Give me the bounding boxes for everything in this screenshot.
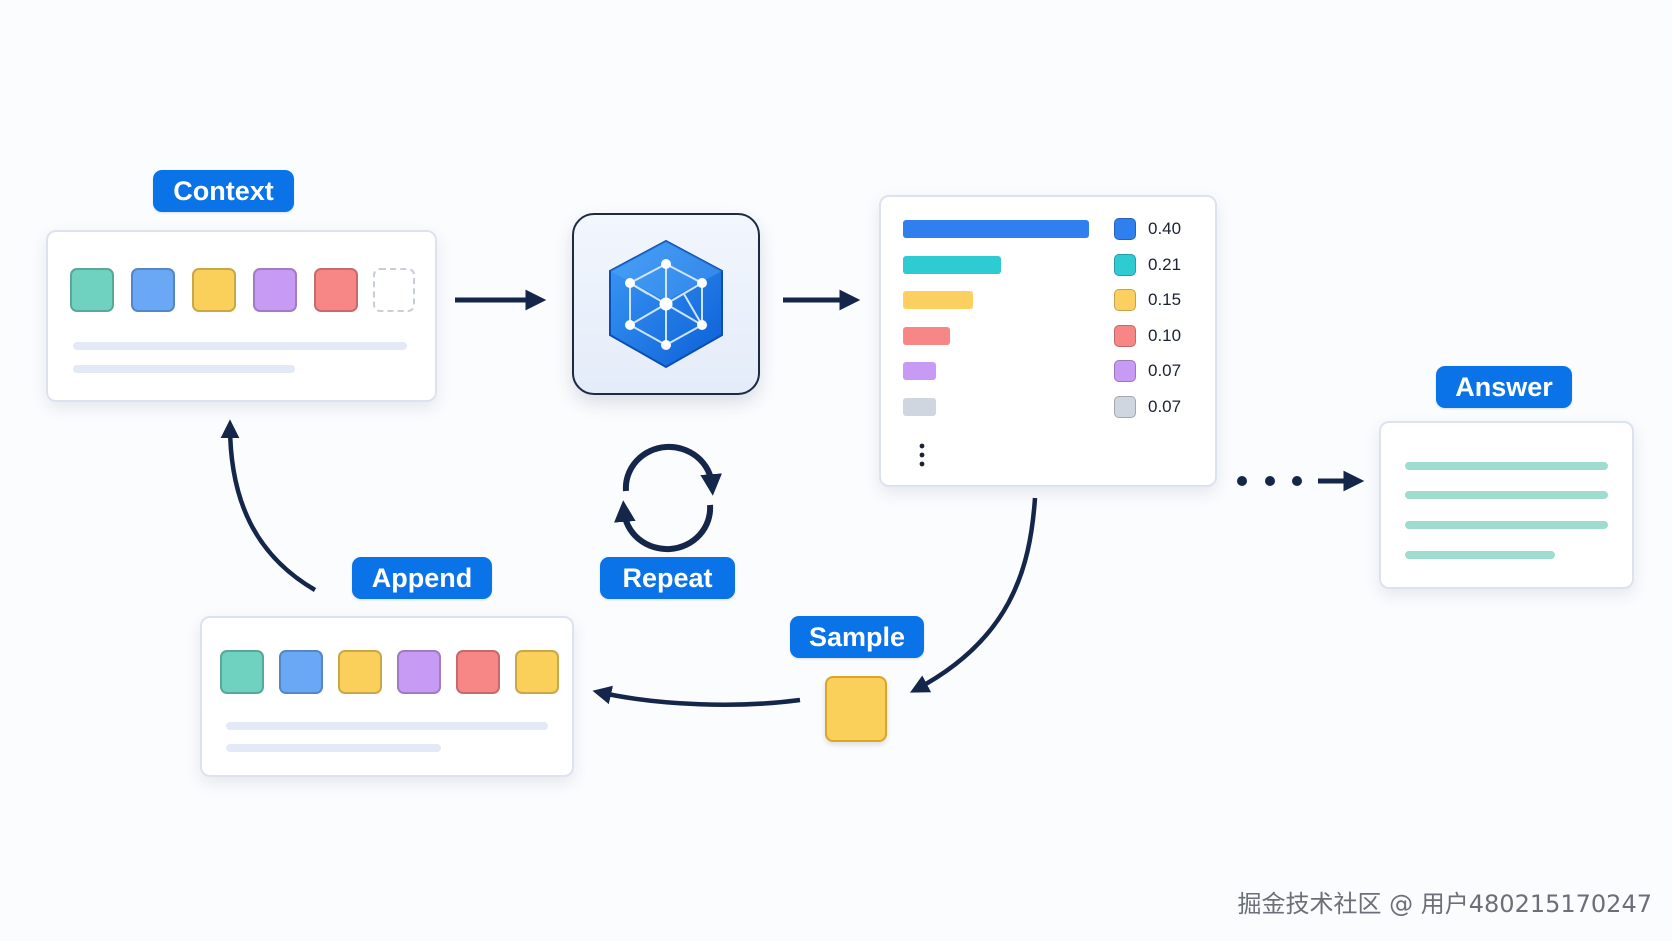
append-label: Append [352, 557, 492, 599]
token-square [397, 650, 441, 694]
probability-bar [903, 220, 1089, 238]
ellipsis-dot [1237, 476, 1247, 486]
answer-card [1379, 421, 1634, 589]
answer-text-line [1405, 462, 1608, 470]
append-text-line [226, 722, 548, 730]
color-swatch [1114, 395, 1136, 418]
probability-bar [903, 397, 936, 416]
vertical-ellipsis-icon [919, 443, 925, 467]
context-text-line [73, 342, 407, 350]
append-card [200, 616, 574, 777]
ellipsis-dot [1292, 476, 1302, 486]
repeat-cycle-icon [614, 443, 722, 553]
answer-text-line [1405, 521, 1608, 529]
probability-bar [903, 362, 936, 380]
answer-text-line [1405, 551, 1555, 559]
color-swatch [1114, 324, 1136, 347]
token-square [70, 268, 114, 312]
repeat-label: Repeat [600, 557, 735, 599]
token-square [456, 650, 500, 694]
sample-label: Sample [790, 616, 924, 658]
color-swatch [1114, 360, 1136, 382]
token-square [279, 650, 323, 694]
probability-bar [903, 255, 1001, 274]
sampled-token [825, 676, 887, 742]
hexagon-network-icon [609, 239, 723, 369]
arrow-sample-to-append [592, 685, 801, 707]
color-swatch [1114, 218, 1136, 240]
token-square [220, 650, 264, 694]
probability-value: 0.07 [1148, 361, 1182, 380]
token-square [515, 650, 559, 694]
empty-token-slot [373, 268, 415, 312]
probability-bar [903, 291, 973, 309]
probability-value: 0.10 [1148, 325, 1182, 345]
ellipsis-dot [1265, 476, 1275, 486]
token-square [192, 268, 236, 312]
model-box [572, 213, 760, 395]
answer-text-line [1405, 491, 1608, 499]
token-square [131, 268, 175, 312]
color-swatch [1114, 289, 1136, 311]
append-text-line [226, 744, 441, 752]
arrow-append-to-context [220, 419, 317, 592]
probability-value: 0.40 [1148, 219, 1182, 238]
probability-value: 0.21 [1148, 254, 1182, 274]
probability-value: 0.15 [1148, 290, 1182, 309]
probability-bar [903, 326, 950, 345]
context-text-line [73, 365, 295, 373]
probability-distribution-card: 0.40 0.21 0.15 0.10 0.07 0.07 [879, 195, 1217, 487]
context-label: Context [153, 170, 294, 212]
answer-label: Answer [1436, 366, 1572, 408]
probability-value: 0.07 [1148, 396, 1182, 416]
token-square [253, 268, 297, 312]
color-swatch [1114, 253, 1136, 276]
arrow-distribution-to-sample [909, 497, 1038, 693]
context-card [46, 230, 437, 402]
token-square [338, 650, 382, 694]
watermark: 掘金技术社区 @ 用户480215170247 [1237, 890, 1653, 918]
token-square [314, 268, 358, 312]
